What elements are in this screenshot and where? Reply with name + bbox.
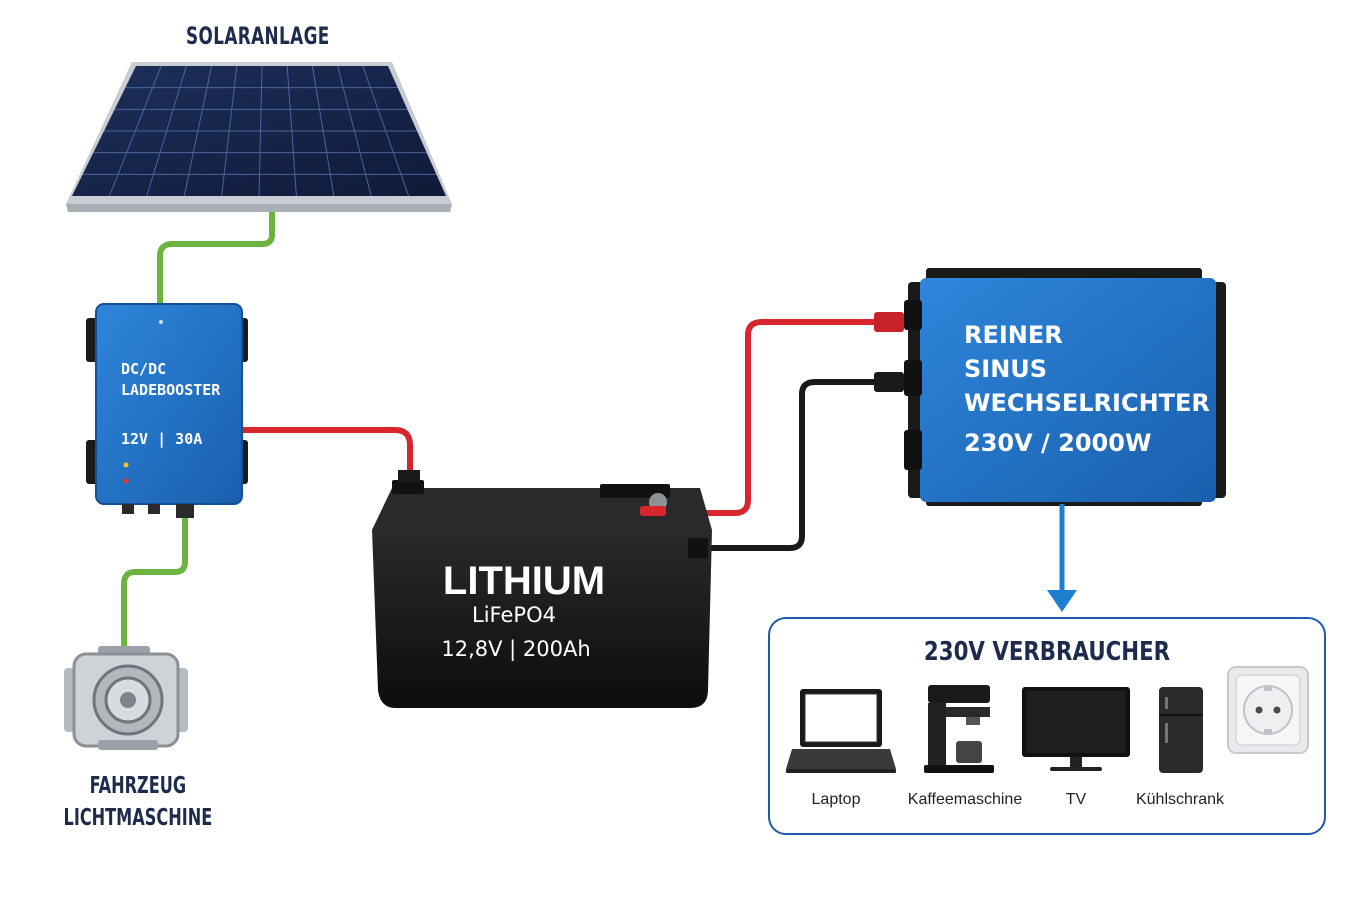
inverter-label-line1: REINER	[964, 321, 1063, 349]
laptop-icon	[786, 689, 896, 773]
consumer-label-fridge: Kühlschrank	[1135, 791, 1225, 808]
positive-connector	[874, 312, 904, 332]
booster-label-line2: LADEBOOSTER	[121, 381, 221, 399]
solar-panel	[66, 62, 452, 212]
inverter-spec: 230V / 2000W	[964, 429, 1151, 457]
dcdc-booster: DC/DC LADEBOOSTER 12V | 30A	[86, 303, 248, 518]
power-socket-icon	[1227, 666, 1309, 754]
consumer-label-coffee-machine: Kaffeemaschine	[907, 791, 1023, 808]
alternator-cable	[121, 512, 188, 651]
lithium-battery: LITHIUM LiFePO4 12,8V | 200Ah	[372, 470, 712, 708]
booster-spec: 12V | 30A	[121, 430, 202, 449]
battery-inverter-negative-cable	[705, 379, 880, 551]
fridge-icon	[1159, 687, 1203, 773]
inverter-label-line3: WECHSELRICHTER	[964, 389, 1210, 417]
battery-spec: 12,8V | 200Ah	[441, 637, 590, 662]
booster-label-line1: DC/DC	[121, 360, 166, 378]
battery-inverter-positive-cable	[660, 319, 880, 516]
negative-connector	[874, 372, 904, 392]
output-arrow-head	[1047, 590, 1077, 612]
booster-battery-cable	[243, 427, 413, 478]
tv-icon	[1022, 687, 1130, 771]
solar-title: SOLARANLAGE	[186, 22, 330, 50]
alternator-title-line1: FAHRZEUG	[89, 773, 187, 799]
inverter-label-line2: SINUS	[964, 355, 1047, 383]
battery-title: LITHIUM	[443, 559, 605, 603]
consumers-title: 230V VERBRAUCHER	[923, 637, 1171, 667]
coffee-machine-icon	[924, 685, 994, 773]
battery-chemistry: LiFePO4	[472, 603, 556, 627]
consumer-label-laptop: Laptop	[811, 791, 861, 808]
alternator-icon	[64, 646, 188, 750]
consumers-box: 230V VERBRAUCHER	[768, 617, 1326, 835]
consumer-label-tv: TV	[1065, 791, 1087, 808]
alternator-title: FAHRZEUG LICHTMASCHINE	[56, 770, 220, 834]
sine-wave-inverter: REINER SINUS WECHSELRICHTER 230V / 2000W	[904, 268, 1226, 506]
alternator-title-line2: LICHTMASCHINE	[63, 805, 213, 831]
consumer-icons	[786, 666, 1309, 773]
solar-cable	[157, 209, 275, 311]
